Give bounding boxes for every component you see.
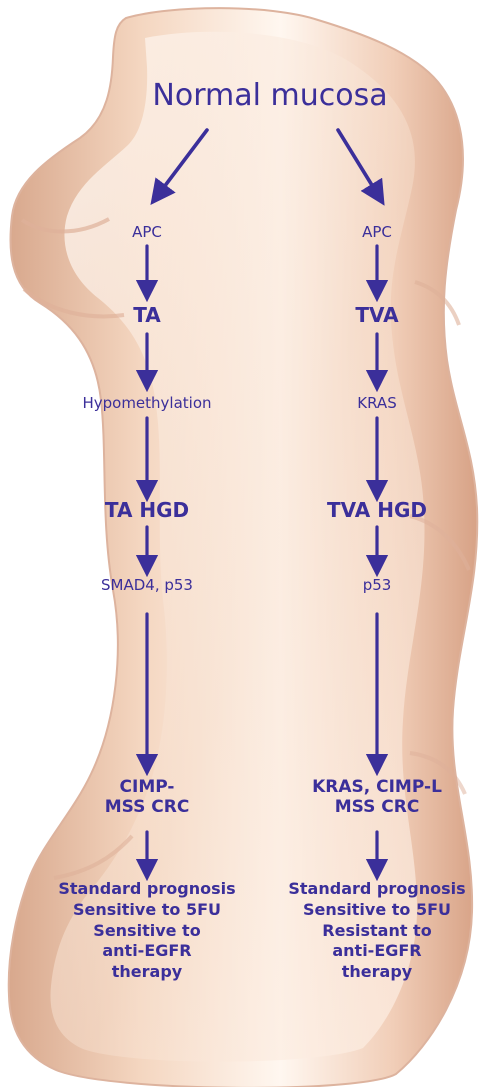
left-outcome-line2: Sensitive to 5FU: [58, 900, 235, 921]
right-outcome-line1: Standard prognosis: [288, 879, 465, 900]
left-outcome-line1: Standard prognosis: [58, 879, 235, 900]
left-stage-crc-line1: CIMP-: [105, 777, 190, 797]
diagram-title: Normal mucosa: [152, 78, 387, 113]
right-step-kras: KRAS: [357, 394, 396, 412]
left-stage-ta-hgd: TA HGD: [105, 498, 189, 522]
right-stage-tva: TVA: [355, 303, 398, 327]
right-outcome-line5: therapy: [288, 962, 465, 983]
right-outcome: Standard prognosis Sensitive to 5FU Resi…: [288, 879, 465, 983]
left-outcome-line4: anti-EGFR: [58, 941, 235, 962]
right-stage-crc-line2: MSS CRC: [312, 797, 442, 817]
left-step-apc: APC: [132, 223, 162, 241]
left-step-hypomethylation: Hypomethylation: [82, 394, 211, 412]
right-step-apc: APC: [362, 223, 392, 241]
left-step-smad4-p53: SMAD4, p53: [101, 576, 193, 594]
left-stage-crc-line2: MSS CRC: [105, 797, 190, 817]
left-stage-ta: TA: [133, 303, 161, 327]
left-outcome-line5: therapy: [58, 962, 235, 983]
right-step-p53: p53: [363, 576, 392, 594]
left-outcome-line3: Sensitive to: [58, 921, 235, 942]
right-stage-tva-hgd: TVA HGD: [327, 498, 427, 522]
left-outcome: Standard prognosis Sensitive to 5FU Sens…: [58, 879, 235, 983]
right-outcome-line2: Sensitive to 5FU: [288, 900, 465, 921]
left-stage-crc: CIMP- MSS CRC: [105, 777, 190, 818]
right-stage-crc-line1: KRAS, CIMP-L: [312, 777, 442, 797]
right-outcome-line3: Resistant to: [288, 921, 465, 942]
right-stage-crc: KRAS, CIMP-L MSS CRC: [312, 777, 442, 818]
right-outcome-line4: anti-EGFR: [288, 941, 465, 962]
